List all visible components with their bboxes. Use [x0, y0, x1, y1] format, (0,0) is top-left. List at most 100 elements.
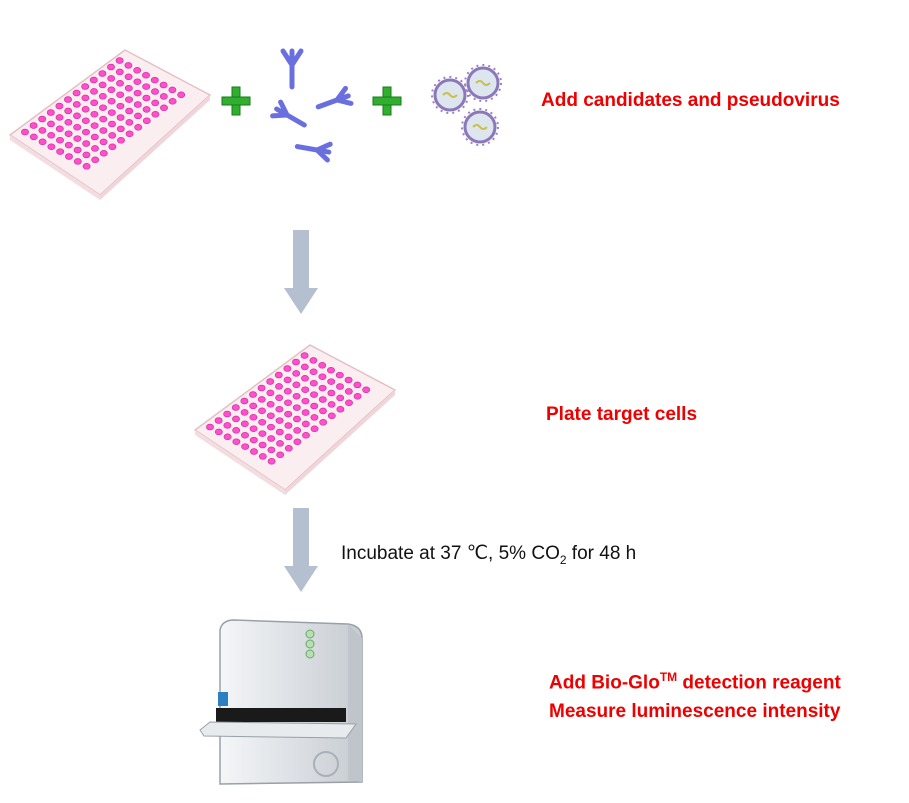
well	[309, 368, 318, 376]
well	[98, 70, 107, 77]
well	[160, 104, 168, 112]
well	[55, 102, 64, 110]
well	[250, 448, 258, 455]
well	[38, 127, 47, 134]
well	[56, 136, 64, 144]
well	[267, 446, 276, 454]
well	[301, 386, 310, 393]
well	[159, 81, 168, 89]
antibody-icon	[270, 99, 307, 128]
well	[258, 441, 267, 449]
well	[125, 107, 134, 115]
antibody-icon	[280, 48, 304, 90]
well	[133, 78, 142, 85]
well	[266, 389, 275, 397]
well	[124, 73, 133, 81]
well	[46, 109, 55, 116]
well	[344, 388, 353, 395]
well	[327, 401, 336, 408]
well	[65, 153, 73, 160]
well	[309, 357, 318, 364]
co2-subscript: 2	[559, 552, 567, 567]
well	[293, 415, 301, 423]
well	[301, 375, 309, 382]
well	[64, 130, 73, 137]
well	[283, 365, 292, 372]
well	[64, 119, 73, 126]
well	[301, 409, 310, 416]
well	[38, 115, 47, 123]
well	[125, 119, 134, 126]
well	[344, 376, 353, 384]
well	[267, 458, 276, 465]
arrow-down-icon	[284, 230, 318, 314]
well	[29, 122, 38, 129]
well	[310, 402, 319, 410]
step2-label: Plate target cells	[546, 404, 698, 425]
well	[72, 89, 81, 97]
well	[275, 394, 284, 402]
well	[284, 445, 293, 452]
well	[292, 381, 301, 389]
well	[133, 101, 142, 108]
well	[99, 115, 108, 123]
well	[81, 106, 90, 113]
well	[116, 125, 125, 133]
well	[142, 106, 151, 113]
well	[266, 401, 275, 408]
incubation-condition: Incubate at 37 ℃, 5% CO2 for 48 h	[341, 542, 636, 567]
well	[336, 383, 344, 390]
well	[115, 68, 124, 76]
well	[124, 62, 133, 69]
antibody-icon	[315, 85, 354, 110]
well	[327, 412, 336, 420]
well	[214, 417, 223, 424]
well	[142, 71, 150, 79]
well	[73, 112, 81, 120]
plate-reader-icon	[199, 619, 363, 785]
well	[73, 135, 82, 142]
well	[38, 138, 47, 146]
well-plate-icon	[193, 344, 397, 495]
well	[258, 430, 267, 437]
well	[257, 396, 266, 403]
well	[151, 111, 160, 118]
well	[116, 114, 125, 121]
step3-label-line1: Add Bio-GloTM detection reagent	[549, 670, 841, 694]
well	[56, 148, 65, 155]
well	[115, 57, 124, 64]
well	[240, 397, 249, 405]
well	[64, 141, 73, 149]
well	[108, 132, 117, 139]
virus-icon	[464, 64, 502, 102]
well	[240, 409, 249, 416]
well	[258, 453, 267, 460]
bio-glo-text: Add Bio-Glo	[549, 672, 660, 694]
well	[55, 125, 64, 133]
antibody-group	[270, 48, 354, 163]
well	[353, 393, 362, 400]
well	[116, 91, 125, 98]
well	[231, 404, 240, 411]
well	[309, 379, 318, 387]
well	[98, 81, 107, 89]
well	[72, 101, 81, 108]
antibody-icon	[294, 141, 333, 163]
well	[151, 88, 159, 95]
well	[125, 96, 133, 103]
step3-label-line2: Measure luminescence intensity	[549, 701, 841, 722]
well	[107, 86, 116, 94]
well	[64, 107, 73, 115]
well	[82, 128, 90, 136]
well	[89, 76, 98, 84]
well	[124, 84, 133, 92]
well	[108, 143, 117, 151]
well	[318, 373, 327, 380]
well	[284, 433, 293, 441]
well	[142, 117, 151, 125]
well	[47, 120, 55, 128]
well	[116, 80, 124, 87]
well	[301, 420, 310, 428]
well	[318, 384, 327, 392]
well	[29, 133, 38, 141]
